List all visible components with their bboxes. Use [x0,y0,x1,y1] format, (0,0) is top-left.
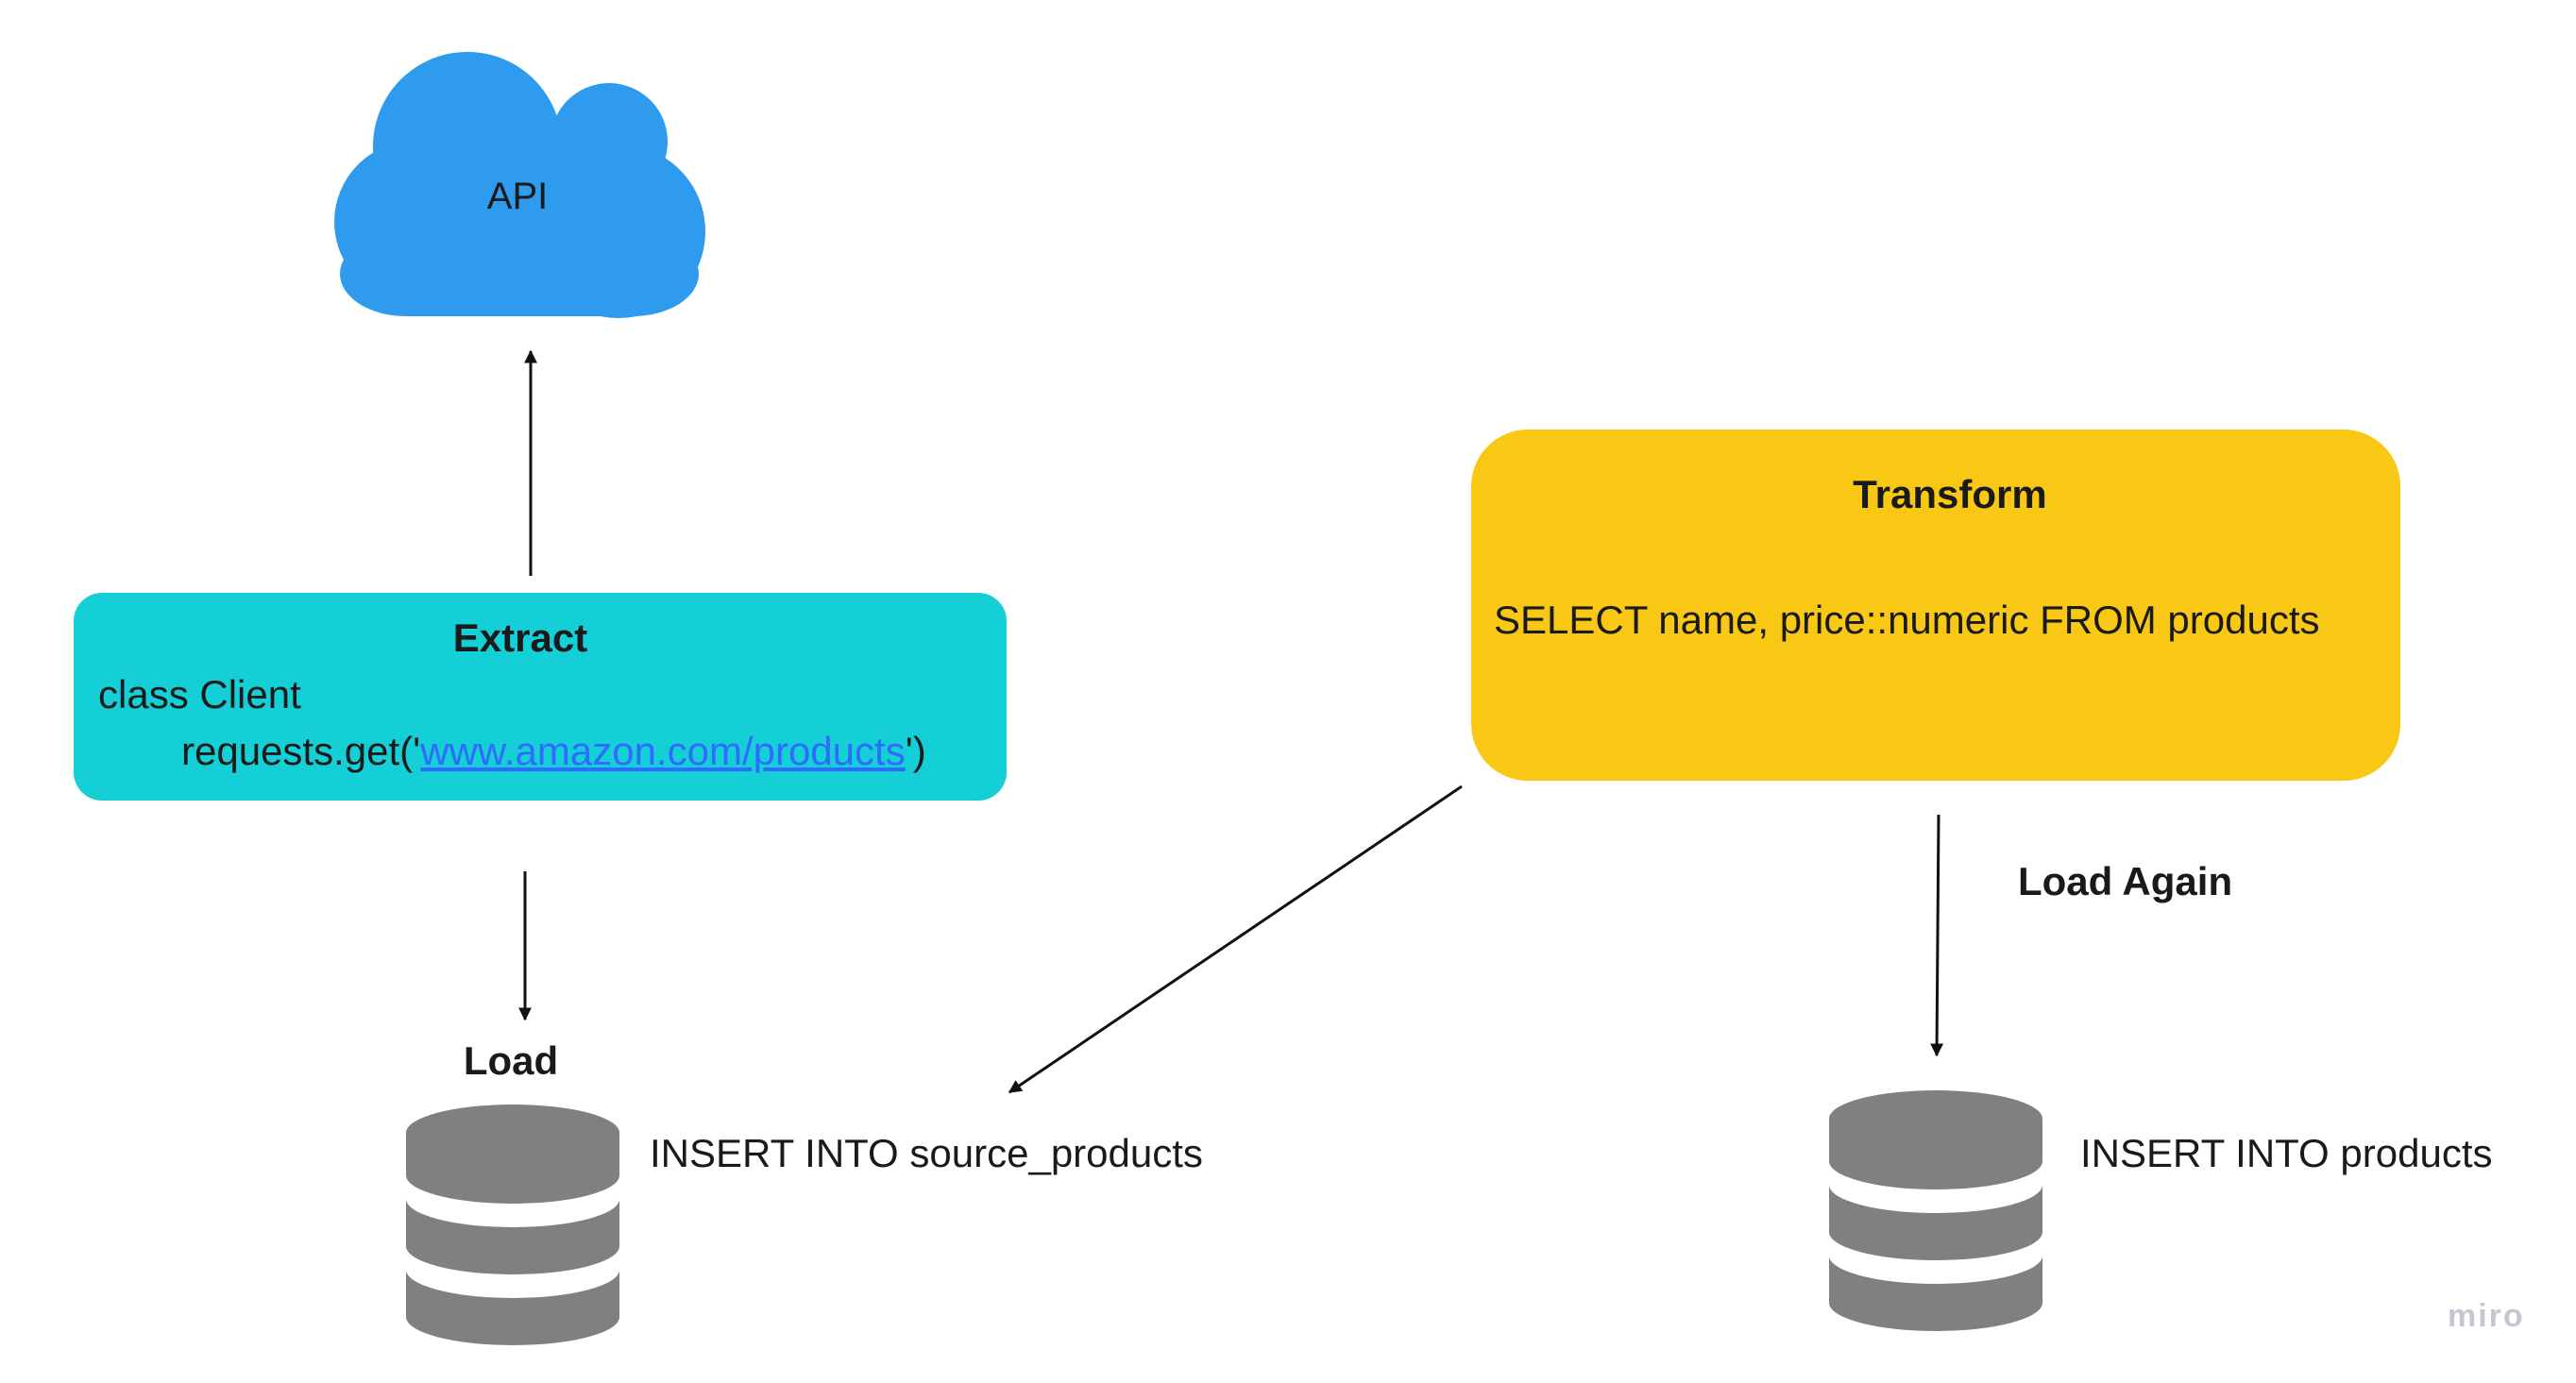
transform-to-load-arrow [1008,784,1463,1094]
transform-to-load-again-arrow [1930,814,1944,1057]
miro-watermark: miro [2448,1298,2525,1334]
database-icon [1829,1090,2042,1331]
load-sql: INSERT INTO source_products [650,1131,1203,1175]
transform-title: Transform [1853,472,2047,516]
extract-code-suffix: ') [905,729,926,773]
extract-title: Extract [452,616,588,660]
cloud-icon [334,52,705,318]
load-again-sql: INSERT INTO products [2080,1131,2493,1175]
extract-code-prefix: requests.get(' [181,729,421,773]
api-label: API [486,176,549,217]
transform-sql: SELECT name, price::numeric FROM product… [1494,598,2320,642]
amazon-products-link[interactable]: www.amazon.com/products [420,729,906,773]
extract-box [74,593,1007,801]
extract-code-line2: requests.get('www.amazon.com/products') [181,729,926,774]
extract-code-line1: class Client [98,672,301,717]
database-icon [406,1105,619,1345]
load-label: Load [463,1038,559,1083]
load-again-label: Load Again [2018,859,2233,903]
transform-box [1471,430,2400,781]
